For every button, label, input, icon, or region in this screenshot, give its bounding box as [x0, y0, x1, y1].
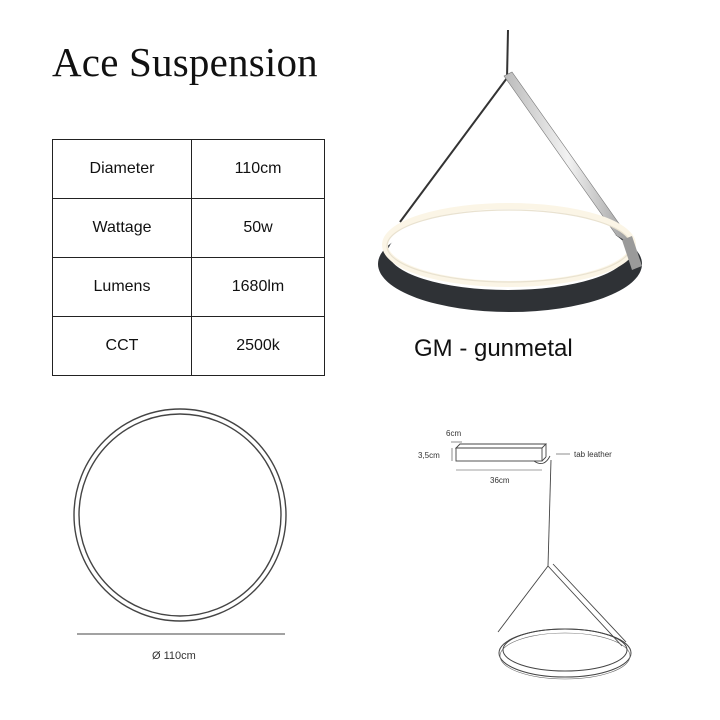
strap-length-label: 36cm — [490, 476, 510, 485]
spec-value: 1680lm — [191, 257, 325, 317]
spec-label: Wattage — [52, 198, 192, 258]
spec-value: 2500k — [191, 316, 325, 376]
strap-width-label: 6cm — [446, 429, 461, 438]
technical-drawing: 6cm 3,5cm 36cm tab leather — [418, 429, 632, 680]
spec-value: 50w — [191, 198, 325, 258]
finish-label: GM - gunmetal — [414, 335, 573, 362]
plan-view-drawing — [73, 408, 287, 635]
spec-label: CCT — [52, 316, 192, 376]
spec-row: CCT 2500k — [52, 316, 325, 376]
spec-row: Lumens 1680lm — [52, 257, 325, 317]
spec-row: Wattage 50w — [52, 198, 325, 258]
tab-leather-label: tab leather — [574, 450, 612, 459]
spec-label: Lumens — [52, 257, 192, 317]
spec-value: 110cm — [191, 139, 325, 199]
product-photo — [378, 29, 642, 312]
spec-row: Diameter 110cm — [52, 139, 325, 199]
spec-table: Diameter 110cm Wattage 50w Lumens 1680lm… — [52, 139, 325, 376]
diameter-dimension-label: Ø 110cm — [152, 650, 196, 662]
product-title: Ace Suspension — [52, 39, 318, 85]
strap-height-label: 3,5cm — [418, 451, 440, 460]
spec-label: Diameter — [52, 139, 192, 199]
